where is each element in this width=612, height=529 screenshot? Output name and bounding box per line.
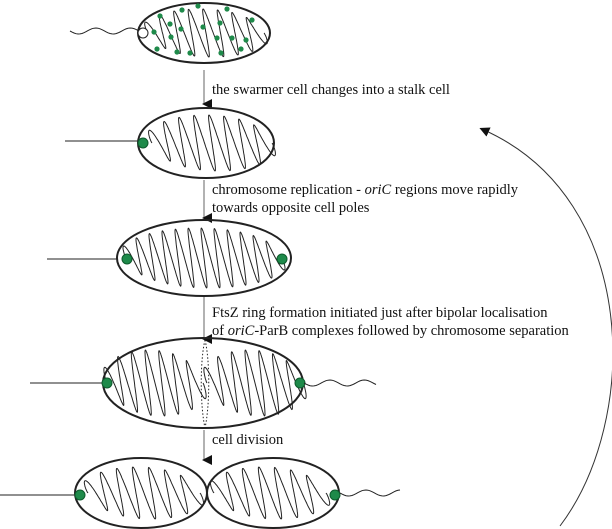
cell-envelope: [116, 219, 292, 297]
oric-parb-marker: [121, 253, 133, 265]
green-dot: [187, 50, 193, 56]
green-dot: [174, 49, 180, 55]
cell-envelope: [137, 107, 275, 179]
flagellum: [303, 379, 377, 387]
cell-envelope: [137, 2, 271, 64]
step-2-label-line2: towards opposite cell poles: [212, 200, 370, 216]
green-dot: [238, 46, 244, 52]
flagellum: [69, 27, 139, 35]
cell-envelope: [206, 457, 340, 529]
oric-parb-marker: [329, 489, 341, 501]
oric-parb-marker: [137, 137, 149, 149]
green-dot: [178, 26, 184, 32]
chromosome: [148, 114, 276, 172]
green-dot: [249, 17, 255, 23]
oric-parb-marker: [294, 377, 306, 389]
green-dot: [214, 35, 220, 41]
chromosome: [203, 349, 307, 417]
green-dot: [157, 13, 163, 19]
ftsz-ring: [200, 339, 206, 429]
step-2-label-line1: chromosome replication - oriC regions mo…: [212, 182, 519, 198]
green-dot: [224, 6, 230, 12]
step-3-label-line1: FtsZ ring formation initiated just after…: [212, 305, 548, 321]
green-dot: [154, 46, 160, 52]
step-1-label: the swarmer cell changes into a stalk ce…: [212, 82, 450, 98]
chromosome: [209, 466, 331, 520]
green-dot: [217, 20, 223, 26]
ftsz-ring: [204, 339, 210, 429]
chromosome: [103, 349, 207, 417]
cycle-return-arrow: [479, 127, 612, 527]
green-dot: [243, 37, 249, 43]
chromosome: [144, 8, 268, 58]
green-dot: [168, 34, 174, 40]
chromosome: [83, 466, 205, 520]
oric-parb-marker: [101, 377, 113, 389]
cell-envelope: [74, 457, 208, 529]
flagellum: [339, 489, 401, 497]
green-dot: [195, 3, 201, 9]
green-dot: [218, 50, 224, 56]
green-dot: [179, 7, 185, 13]
green-dot: [229, 35, 235, 41]
step-4-label: cell division: [212, 432, 284, 448]
step-3-label-line2: of oriC-ParB complexes followed by chrom…: [212, 323, 569, 339]
chromosome: [122, 227, 286, 289]
green-dot: [200, 24, 206, 30]
pole-circle: [137, 27, 149, 39]
green-dot: [151, 29, 157, 35]
green-dot: [167, 21, 173, 27]
oric-parb-marker: [276, 253, 288, 265]
step-arrows: [202, 70, 612, 527]
oric-parb-marker: [74, 489, 86, 501]
